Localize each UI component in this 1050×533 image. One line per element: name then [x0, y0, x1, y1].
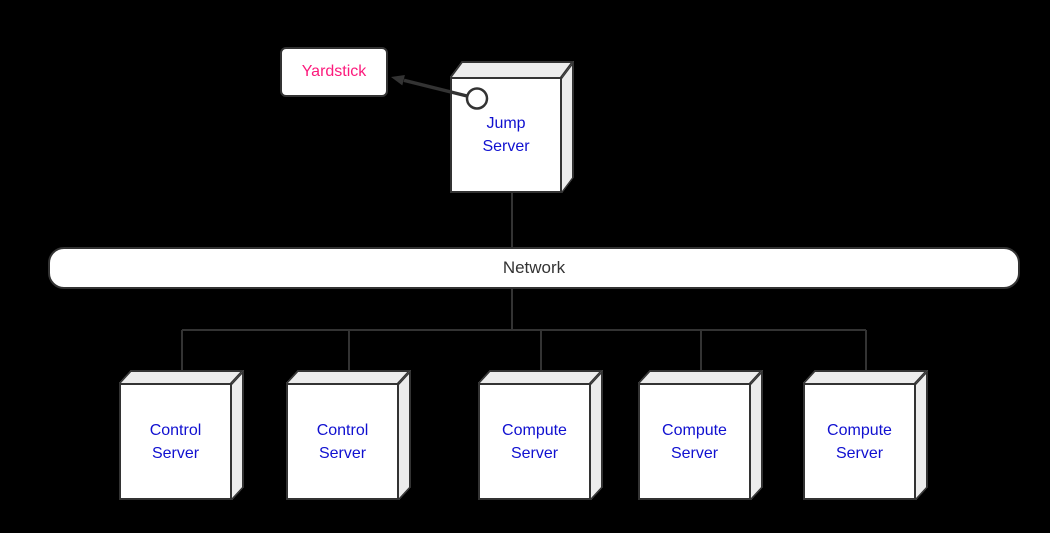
node-side-face — [591, 370, 603, 500]
node-top-face — [803, 370, 929, 383]
node-label: Compute Server — [502, 421, 567, 462]
node-top-face — [286, 370, 412, 383]
node-front-face: Compute Server — [803, 383, 916, 500]
node-side-face — [232, 370, 244, 500]
node-top-face — [638, 370, 764, 383]
control-server-node-2[interactable]: Control Server — [286, 370, 412, 500]
control-server-node-1[interactable]: Control Server — [119, 370, 245, 500]
yardstick-node[interactable]: Yardstick — [280, 47, 388, 97]
node-side-face — [399, 370, 411, 500]
node-top-face — [478, 370, 604, 383]
network-label: Network — [502, 258, 566, 277]
node-top-face — [119, 370, 245, 383]
compute-server-node-2[interactable]: Compute Server — [638, 370, 764, 500]
node-label: Control Server — [316, 421, 369, 462]
node-front-face: Control Server — [286, 383, 399, 500]
yardstick-label: Yardstick — [301, 63, 367, 80]
node-label: Compute Server — [827, 421, 892, 462]
compute-server-node-3[interactable]: Compute Server — [803, 370, 929, 500]
node-label: Compute Server — [662, 421, 727, 462]
jump-server-side-face — [562, 61, 574, 193]
node-side-face — [916, 370, 928, 500]
node-front-face: Compute Server — [478, 383, 591, 500]
jump-server-front-face: Jump Server — [450, 77, 562, 193]
jump-server-node[interactable]: Jump Server — [450, 61, 575, 193]
node-side-face — [751, 370, 763, 500]
jump-server-label: Jump Server — [482, 115, 530, 155]
node-front-face: Compute Server — [638, 383, 751, 500]
node-front-face: Control Server — [119, 383, 232, 500]
network-node[interactable]: Network — [48, 247, 1020, 289]
compute-server-node-1[interactable]: Compute Server — [478, 370, 604, 500]
node-label: Control Server — [149, 421, 202, 462]
jump-server-top-face — [450, 61, 575, 77]
